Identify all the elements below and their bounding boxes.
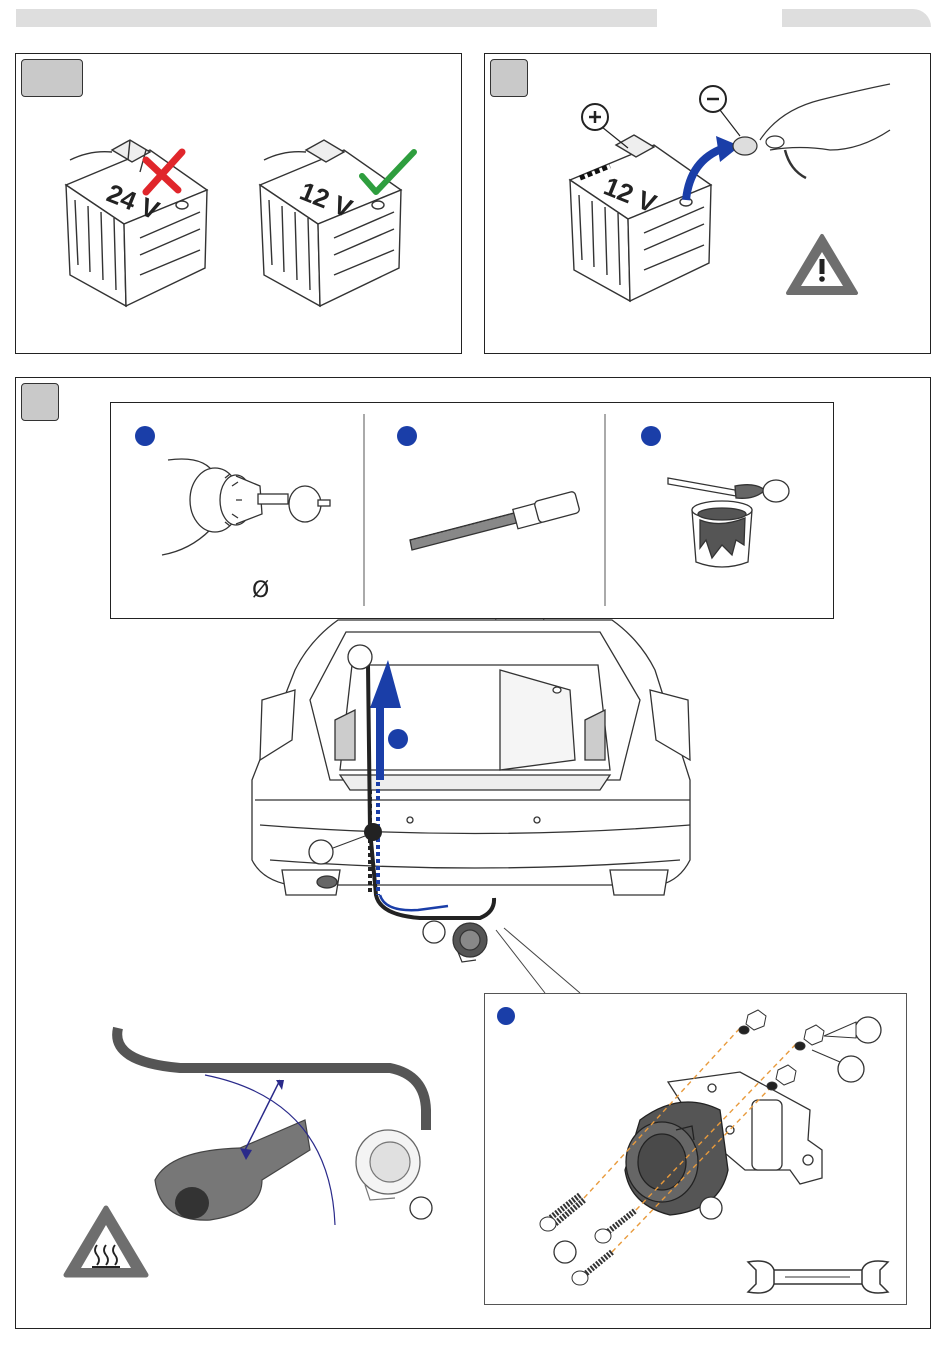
- callout-circle: [700, 1197, 722, 1219]
- screws: [540, 1195, 636, 1285]
- callout-circle: [838, 1056, 864, 1082]
- callout-circle: [554, 1241, 576, 1263]
- wrench-icon: [748, 1261, 888, 1293]
- callout-circle: [855, 1017, 881, 1043]
- sub-step-dot: [497, 1007, 515, 1025]
